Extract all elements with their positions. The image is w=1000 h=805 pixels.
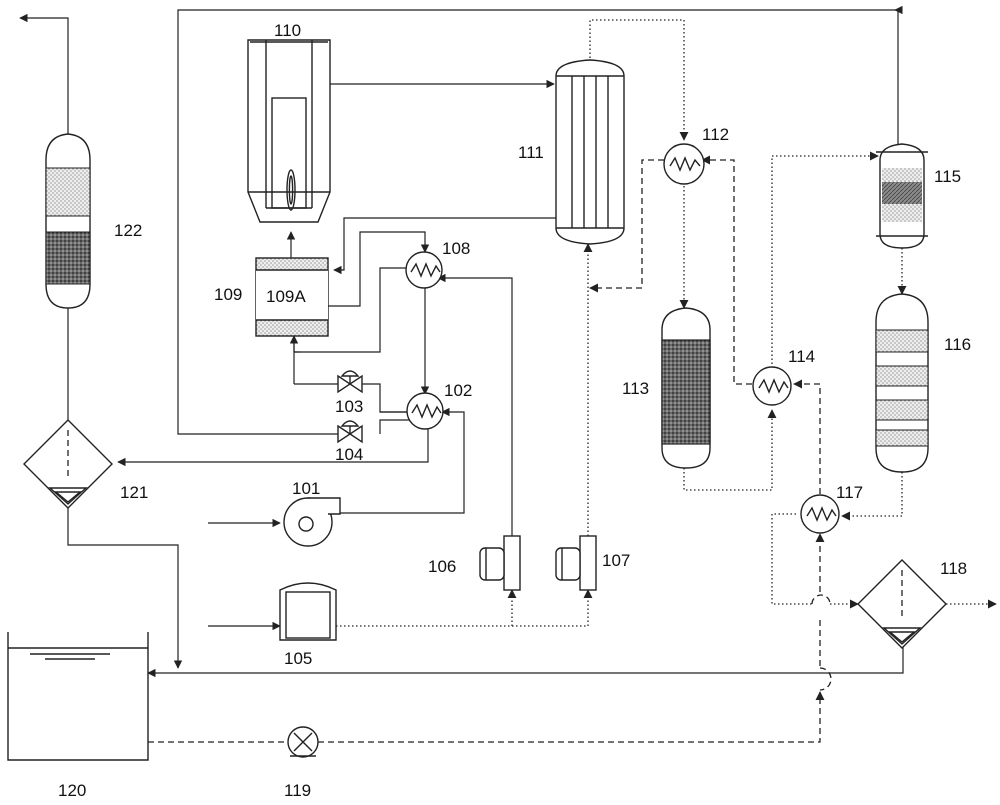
label-110: 110 xyxy=(274,21,301,40)
filter-118 xyxy=(857,559,947,649)
tank-120 xyxy=(7,632,149,761)
pump-107 xyxy=(555,535,597,591)
label-117: 117 xyxy=(836,483,863,502)
pump-119 xyxy=(287,726,319,758)
label-108: 108 xyxy=(442,239,470,258)
label-109: 109 xyxy=(214,285,242,304)
reactor-110 xyxy=(247,39,331,223)
exchanger-117 xyxy=(800,494,840,534)
label-109a: 109A xyxy=(266,287,306,306)
column-122 xyxy=(45,133,91,309)
label-111: 111 xyxy=(518,143,544,162)
label-112: 112 xyxy=(702,125,729,144)
label-122: 122 xyxy=(114,221,142,240)
exchanger-108 xyxy=(405,251,443,289)
valve-104 xyxy=(337,420,363,444)
pump-106 xyxy=(479,535,521,591)
label-105: 105 xyxy=(284,649,312,668)
label-116: 116 xyxy=(944,335,971,354)
label-115: 115 xyxy=(934,167,961,186)
dashed-pipes xyxy=(148,155,832,743)
drum-105 xyxy=(279,582,337,641)
label-113: 113 xyxy=(622,379,649,398)
vessel-109 xyxy=(255,257,329,337)
exchanger-114 xyxy=(752,366,792,406)
label-101: 101 xyxy=(292,479,320,498)
label-121: 121 xyxy=(120,483,148,502)
exchanger-111 xyxy=(555,59,625,245)
label-106: 106 xyxy=(428,557,456,576)
valve-103 xyxy=(337,370,363,394)
label-102: 102 xyxy=(444,381,472,400)
label-103: 103 xyxy=(335,397,363,416)
label-104: 104 xyxy=(335,445,363,464)
column-116 xyxy=(875,293,929,473)
label-119: 119 xyxy=(284,781,311,800)
column-115 xyxy=(876,143,928,249)
exchanger-102 xyxy=(406,392,444,430)
column-113 xyxy=(661,307,711,469)
equipment-labels: 101 102 103 104 105 106 107 108 109 109A… xyxy=(58,21,971,800)
label-114: 114 xyxy=(788,347,815,366)
label-107: 107 xyxy=(602,551,630,570)
label-118: 118 xyxy=(940,559,967,578)
label-120: 120 xyxy=(58,781,86,800)
blower-101 xyxy=(283,497,341,547)
exchanger-112 xyxy=(663,143,705,185)
filter-121 xyxy=(23,419,113,509)
solid-pipes xyxy=(19,5,997,678)
